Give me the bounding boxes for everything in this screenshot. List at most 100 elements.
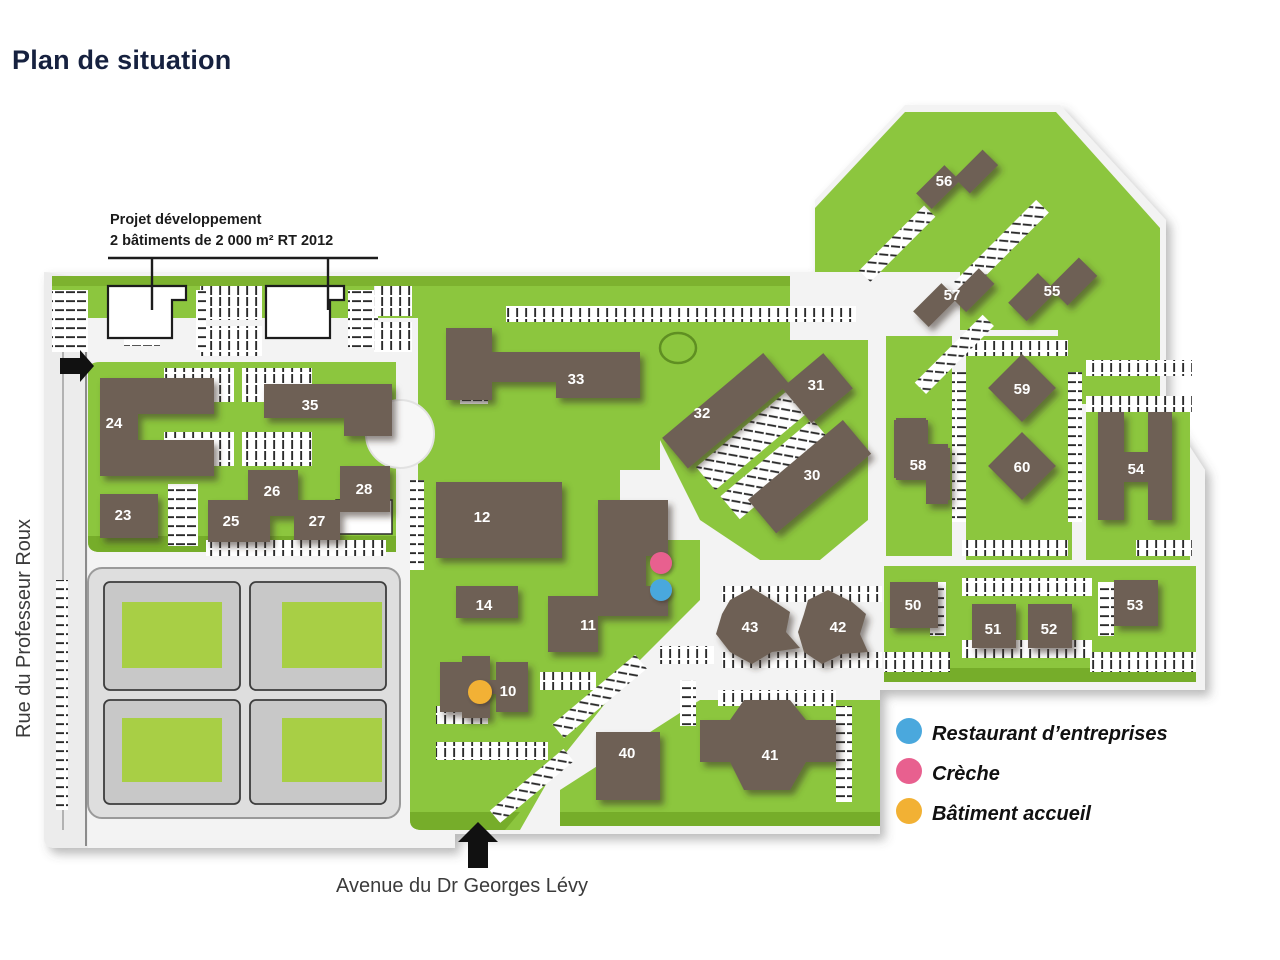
parking-lot xyxy=(506,306,856,322)
building-54[interactable] xyxy=(1098,412,1172,520)
building-11[interactable] xyxy=(548,500,668,652)
parking-lot xyxy=(720,419,832,520)
parking-lot xyxy=(200,286,262,320)
parking-lot xyxy=(206,540,386,556)
parcel-cell xyxy=(249,699,387,805)
parking-lot xyxy=(242,432,312,466)
parking-lot xyxy=(374,286,412,316)
building-59[interactable] xyxy=(988,354,1056,422)
parking-lot xyxy=(1136,540,1192,556)
building-12[interactable] xyxy=(436,482,562,558)
building-55[interactable] xyxy=(1008,245,1098,334)
building-label-35: 35 xyxy=(302,397,319,414)
building-53[interactable] xyxy=(1114,580,1158,626)
building-41[interactable] xyxy=(700,700,836,790)
building-23[interactable] xyxy=(100,494,158,538)
building-57[interactable] xyxy=(913,257,995,338)
building-58-core xyxy=(896,416,948,504)
building-label-14: 14 xyxy=(476,597,493,614)
building-label-28: 28 xyxy=(356,481,373,498)
road-rue-professeur-roux xyxy=(44,272,88,848)
building-24[interactable] xyxy=(100,378,214,476)
parking-lot xyxy=(1090,652,1196,672)
parking-lot xyxy=(962,540,1068,556)
building-label-43: 43 xyxy=(742,619,759,636)
parking-lot xyxy=(374,322,412,352)
building-27[interactable] xyxy=(294,500,340,540)
building-31[interactable] xyxy=(781,353,853,424)
building-label-23: 23 xyxy=(115,507,132,524)
page-title: Plan de situation xyxy=(12,45,232,75)
building-label-33: 33 xyxy=(568,371,585,388)
building-51[interactable] xyxy=(972,604,1016,648)
parking-lot xyxy=(1068,372,1082,522)
building-33-wing xyxy=(492,352,640,398)
building-label-55: 55 xyxy=(1044,283,1061,300)
parking-lot xyxy=(962,578,1092,596)
building-50[interactable] xyxy=(890,582,938,628)
vacant-parcels xyxy=(56,567,401,819)
building-label-11: 11 xyxy=(580,617,596,634)
parcel-cell xyxy=(103,581,241,691)
building-label-52: 52 xyxy=(1041,621,1058,638)
street-label-rue-professeur-roux: Rue du Professeur Roux xyxy=(13,519,35,738)
parking-lot xyxy=(410,480,424,570)
parking-areas xyxy=(52,199,1196,823)
marker-accueil-icon[interactable] xyxy=(468,680,492,704)
marker-creche-icon[interactable] xyxy=(650,552,672,574)
parking-lot xyxy=(196,290,206,350)
building-label-30: 30 xyxy=(804,467,821,484)
building-label-42: 42 xyxy=(830,619,847,636)
parking-lot xyxy=(52,290,88,352)
parking-lot xyxy=(200,326,262,356)
building-10-east xyxy=(496,662,528,712)
parking-lot xyxy=(56,580,68,810)
legend-restaurant-icon xyxy=(896,718,922,744)
building-label-60: 60 xyxy=(1014,459,1031,476)
green-central-south-edge xyxy=(410,812,520,830)
building-labels: 24 35 23 25 26 27 28 33 12 14 11 10 40 4… xyxy=(106,173,1145,764)
green-south-east-edge xyxy=(560,812,880,826)
building-label-56: 56 xyxy=(936,173,953,190)
parking-lot xyxy=(914,314,994,394)
parking-lot xyxy=(680,680,696,726)
building-32[interactable] xyxy=(662,352,789,469)
legend-accueil-icon xyxy=(896,798,922,824)
building-label-12: 12 xyxy=(474,509,491,526)
building-label-58: 58 xyxy=(910,457,927,474)
parking-lot xyxy=(540,672,596,690)
building-28[interactable] xyxy=(340,466,390,512)
map-markers xyxy=(468,552,672,704)
building-14[interactable] xyxy=(456,586,518,618)
building-60[interactable] xyxy=(988,432,1056,500)
building-30[interactable] xyxy=(747,420,872,534)
building-43[interactable] xyxy=(716,588,800,664)
parking-lot xyxy=(660,646,714,664)
building-label-53: 53 xyxy=(1127,597,1144,614)
building-label-25: 25 xyxy=(223,513,240,530)
parking-lot xyxy=(489,748,574,823)
parking-lot xyxy=(962,340,1068,356)
legend-restaurant-label: Restaurant d’entreprises xyxy=(932,723,1168,745)
planned-building-west xyxy=(106,284,188,340)
building-56[interactable] xyxy=(916,138,999,220)
building-label-54: 54 xyxy=(1128,461,1145,478)
parking-lot xyxy=(952,372,966,522)
planned-building-east xyxy=(264,284,346,340)
legend-accueil-label: Bâtiment accueil xyxy=(932,803,1091,825)
building-52[interactable] xyxy=(1028,604,1072,648)
annotation-line-2: 2 bâtiments de 2 000 m² RT 2012 xyxy=(110,233,333,249)
building-label-59: 59 xyxy=(1014,381,1031,398)
parking-lot xyxy=(348,290,378,348)
building-label-27: 27 xyxy=(309,513,326,530)
building-label-51: 51 xyxy=(985,621,1002,638)
parcel-cell xyxy=(103,699,241,805)
green-island-roundabout xyxy=(658,331,698,365)
building-42[interactable] xyxy=(798,590,868,664)
building-26[interactable] xyxy=(248,470,298,516)
building-label-32: 32 xyxy=(694,405,711,422)
parking-lot xyxy=(436,742,548,760)
marker-restaurant-icon[interactable] xyxy=(650,579,672,601)
building-35[interactable] xyxy=(264,384,392,436)
